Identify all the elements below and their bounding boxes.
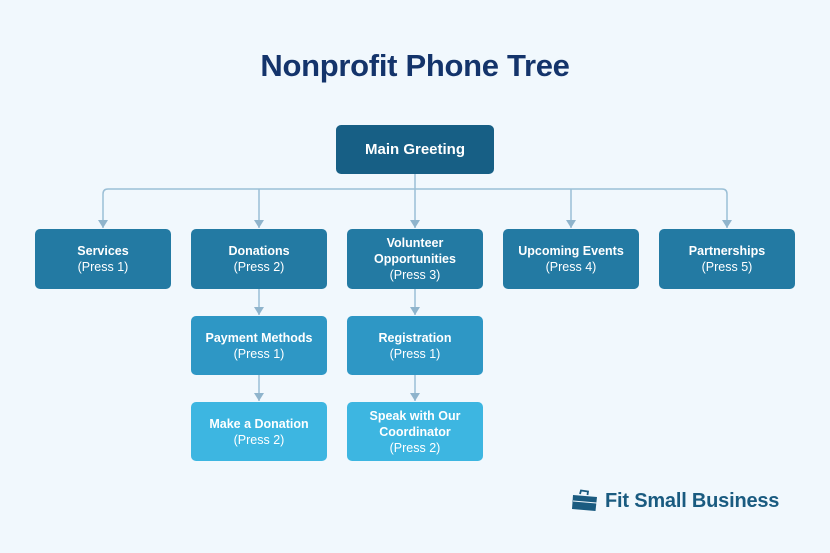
node-label: Speak with Our Coordinator [369, 408, 461, 439]
node-press: (Press 2) [233, 432, 285, 447]
node-make-a-donation: Make a Donation (Press 2) [191, 402, 327, 461]
node-press: (Press 4) [545, 260, 597, 274]
node-press: (Press 1) [77, 260, 129, 274]
node-press: (Press 3) [389, 268, 441, 282]
node-registration: Registration (Press 1) [347, 316, 483, 375]
diagram-title: Nonprofit Phone Tree [260, 48, 570, 83]
node-partnerships: Partnerships (Press 5) [659, 229, 795, 289]
node-label: Donations [228, 244, 290, 258]
node-main-greeting: Main Greeting [336, 125, 494, 174]
node-label: Services [77, 244, 129, 258]
node-volunteer-opportunities: Volunteer Opportunities (Press 3) [347, 229, 483, 289]
node-donations: Donations (Press 2) [191, 229, 327, 289]
briefcase-icon [572, 489, 597, 511]
node-services: Services (Press 1) [35, 229, 171, 289]
node-label: Partnerships [688, 244, 766, 258]
node-label: Volunteer Opportunities [374, 236, 456, 266]
node-label: Payment Methods [205, 330, 313, 345]
node-upcoming-events: Upcoming Events (Press 4) [503, 229, 639, 289]
node-press: (Press 1) [389, 346, 441, 361]
node-press: (Press 1) [233, 346, 285, 361]
brand-name: Fit Small Business [605, 489, 780, 512]
node-press: (Press 2) [389, 440, 441, 455]
node-speak-with-coordinator: Speak with Our Coordinator (Press 2) [347, 402, 483, 461]
node-press: (Press 2) [233, 260, 285, 274]
node-label: Registration [378, 330, 452, 345]
node-label: Main Greeting [364, 140, 465, 158]
node-payment-methods: Payment Methods (Press 1) [191, 316, 327, 375]
node-press: (Press 5) [701, 260, 753, 274]
node-label: Upcoming Events [518, 244, 624, 258]
node-label: Make a Donation [209, 416, 309, 431]
brand-logo: Fit Small Business [571, 489, 779, 513]
